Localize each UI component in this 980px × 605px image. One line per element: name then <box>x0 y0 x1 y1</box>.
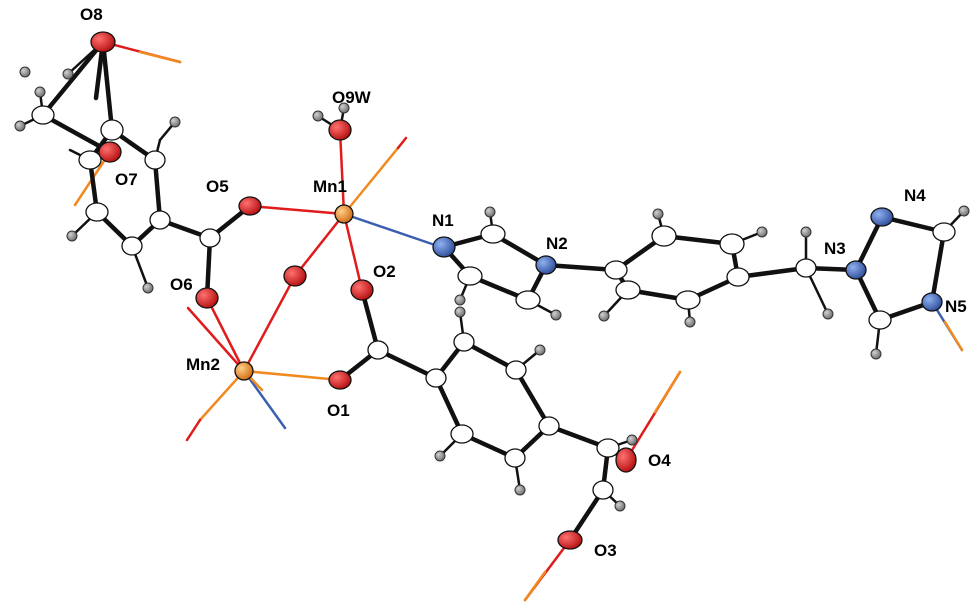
label-mn2: Mn2 <box>186 355 220 374</box>
coordination-bonds <box>73 40 964 602</box>
atom-labels: O8 O9W Mn1 O5 O7 O6 O2 Mn2 O1 N1 N2 N3 N… <box>80 5 967 560</box>
label-o6: O6 <box>170 275 193 294</box>
hydrogen-bonds <box>18 40 966 508</box>
label-o4: O4 <box>648 451 671 470</box>
manganese-atoms <box>234 204 354 381</box>
label-o8: O8 <box>80 5 103 24</box>
label-o9w: O9W <box>332 88 372 107</box>
label-n1: N1 <box>432 211 454 230</box>
label-o7: O7 <box>115 170 138 189</box>
label-n3: N3 <box>824 239 846 258</box>
label-o2: O2 <box>373 262 396 281</box>
carbon-atoms <box>31 105 956 500</box>
label-n4: N4 <box>904 186 926 205</box>
label-o3: O3 <box>594 541 617 560</box>
hydrogen-atoms <box>14 66 970 512</box>
label-n2: N2 <box>546 234 568 253</box>
nitrogen-atoms <box>432 207 943 312</box>
label-n5: N5 <box>945 297 967 316</box>
label-o1: O1 <box>327 401 350 420</box>
oxygen-atoms <box>90 31 637 550</box>
label-o5: O5 <box>206 177 229 196</box>
label-mn1: Mn1 <box>313 177 347 196</box>
